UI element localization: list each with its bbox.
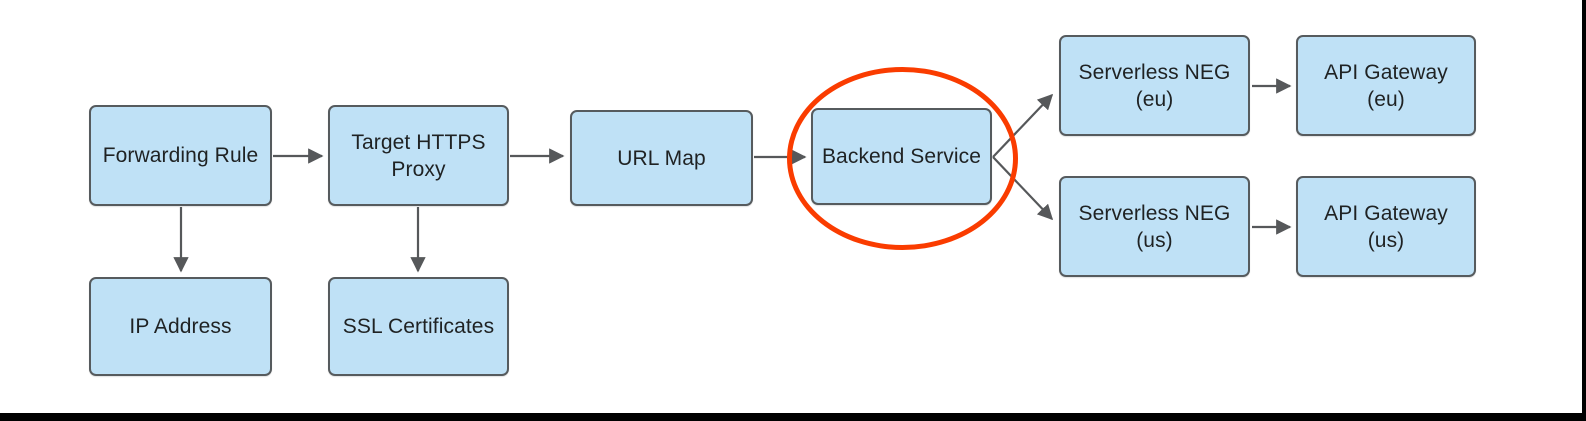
node-ssl-certificates[interactable]: SSL Certificates — [328, 277, 509, 376]
node-label: API Gateway (eu) — [1324, 60, 1448, 111]
node-label: Backend Service — [821, 145, 982, 168]
node-label: URL Map — [617, 146, 706, 170]
node-label: API Gateway (us) — [1324, 201, 1448, 252]
node-label: IP Address — [129, 315, 232, 338]
node-serverless-neg-eu[interactable]: Serverless NEG (eu) — [1059, 35, 1250, 136]
node-api-gateway-us[interactable]: API Gateway (us) — [1296, 176, 1476, 277]
bottom-border-bar — [0, 413, 1586, 421]
node-label: Serverless NEG (eu) — [1078, 60, 1231, 111]
node-label: Serverless NEG (us) — [1078, 201, 1231, 252]
node-api-gateway-eu[interactable]: API Gateway (eu) — [1296, 35, 1476, 136]
node-label: Target HTTPS Proxy — [351, 130, 486, 181]
node-forwarding-rule[interactable]: Forwarding Rule — [89, 105, 272, 206]
connector-backend-service-to-serverless-neg-eu — [992, 93, 1054, 158]
node-url-map[interactable]: URL Map — [570, 110, 753, 206]
right-border-bar — [1582, 0, 1586, 421]
node-label: Forwarding Rule — [102, 144, 259, 167]
node-target-https-proxy[interactable]: Target HTTPS Proxy — [328, 105, 509, 206]
connector-backend-service-to-serverless-neg-us — [992, 156, 1054, 221]
node-backend-service[interactable]: Backend Service — [811, 108, 992, 205]
node-label: SSL Certificates — [342, 315, 495, 338]
node-ip-address[interactable]: IP Address — [89, 277, 272, 376]
node-serverless-neg-us[interactable]: Serverless NEG (us) — [1059, 176, 1250, 277]
